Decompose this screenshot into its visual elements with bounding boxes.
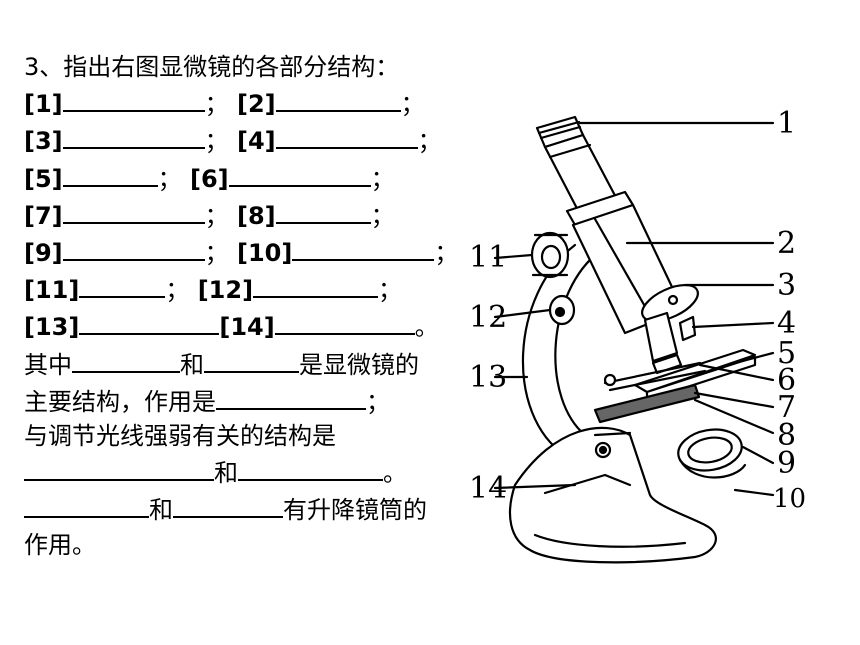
label-6: 6 — [777, 363, 796, 398]
label-12: 12 — [469, 300, 507, 335]
blank-1[interactable] — [62, 84, 205, 113]
item-label-6: [6] — [190, 164, 229, 193]
answer-line-9-10: [9]； [10]； — [24, 233, 469, 270]
blank-13[interactable] — [79, 307, 220, 336]
stage-support-shape — [593, 383, 701, 424]
item-label-12: [12] — [197, 276, 254, 305]
item-label-7: [7] — [24, 201, 63, 230]
item-label-4: [4] — [237, 127, 276, 156]
leader-8 — [693, 398, 775, 435]
leader-12 — [493, 308, 552, 319]
item-label-13: [13] — [24, 313, 80, 342]
label-5: 5 — [777, 336, 796, 371]
label-8: 8 — [777, 418, 796, 453]
answer-line-7-8: [7]； [8]； — [24, 196, 469, 233]
blank-lift-1[interactable] — [24, 490, 149, 519]
leader-7 — [693, 391, 775, 409]
blank-10[interactable] — [292, 233, 435, 262]
blank-12[interactable] — [253, 270, 379, 299]
question-block: 3、指出右图显微镜的各部分结构： [1]； [2]； [3]； [4]； [5]… — [24, 50, 469, 562]
leader-14 — [493, 483, 577, 490]
label-13: 13 — [469, 360, 507, 395]
main-structure-line: 其中和是显微镜的 — [24, 345, 469, 382]
item-label-1: [1] — [24, 90, 63, 119]
blank-light-1[interactable] — [24, 453, 214, 482]
label-4: 4 — [777, 306, 796, 341]
blank-lift-2[interactable] — [173, 490, 283, 519]
label-2: 2 — [777, 226, 796, 261]
blank-11[interactable] — [79, 270, 166, 299]
leader-5 — [733, 351, 775, 365]
closing-line: 作用。 — [24, 530, 96, 559]
label-14: 14 — [469, 471, 507, 506]
blank-light-2[interactable] — [238, 453, 383, 482]
function-line: 主要结构，作用是； — [24, 382, 469, 419]
item-label-11: [11] — [24, 276, 80, 305]
answer-line-11-12: [11]； [12]； — [24, 270, 469, 307]
blank-5[interactable] — [62, 159, 158, 187]
label-1: 1 — [777, 106, 796, 141]
lift-line: 和有升降镜筒的 — [24, 490, 469, 527]
blank-8[interactable] — [275, 196, 371, 224]
light-structure-line: 与调节光线强弱有关的结构是 — [24, 422, 336, 451]
item-label-3: [3] — [24, 127, 63, 156]
label-7: 7 — [777, 390, 796, 425]
light-answer-line: 和。 — [24, 453, 469, 490]
item-label-10: [10] — [237, 239, 293, 268]
leader-9 — [741, 445, 775, 465]
answer-line-5-6: [5]； [6]； — [24, 159, 469, 196]
label-11: 11 — [469, 240, 507, 275]
leader-11 — [493, 253, 534, 260]
blank-6[interactable] — [228, 159, 371, 187]
blank-main-1[interactable] — [72, 345, 180, 373]
blank-7[interactable] — [62, 196, 205, 224]
blank-3[interactable] — [62, 121, 205, 150]
blank-14[interactable] — [274, 307, 415, 336]
item-label-2: [2] — [237, 90, 276, 119]
item-label-5: [5] — [24, 164, 63, 193]
objective-shape — [643, 311, 679, 363]
blank-function[interactable] — [216, 382, 366, 410]
label-3: 3 — [777, 268, 796, 303]
item-label-8: [8] — [237, 201, 276, 230]
leader-10 — [733, 488, 775, 497]
blank-main-2[interactable] — [204, 345, 299, 373]
blank-2[interactable] — [275, 84, 401, 113]
clip-shape — [603, 361, 707, 392]
label-9: 9 — [777, 446, 796, 481]
leader-6 — [698, 363, 775, 382]
blank-4[interactable] — [275, 121, 418, 150]
answer-line-1-2: [1]； [2]； — [24, 84, 469, 121]
item-label-14: [14] — [219, 313, 275, 342]
question-title: 3、指出右图显微镜的各部分结构： — [24, 53, 400, 81]
label-10: 10 — [773, 484, 806, 514]
leader-4 — [691, 321, 775, 329]
microscope-diagram: 1 2 3 4 5 6 7 8 9 10 11 12 13 14 — [469, 106, 806, 564]
blank-9[interactable] — [62, 233, 205, 262]
answer-line-13-14: [13][14]。 — [24, 307, 469, 344]
answer-line-3-4: [3]； [4]； — [24, 121, 469, 158]
item-label-9: [9] — [24, 239, 63, 268]
stage-shape — [633, 348, 757, 394]
base-shape — [508, 426, 717, 564]
